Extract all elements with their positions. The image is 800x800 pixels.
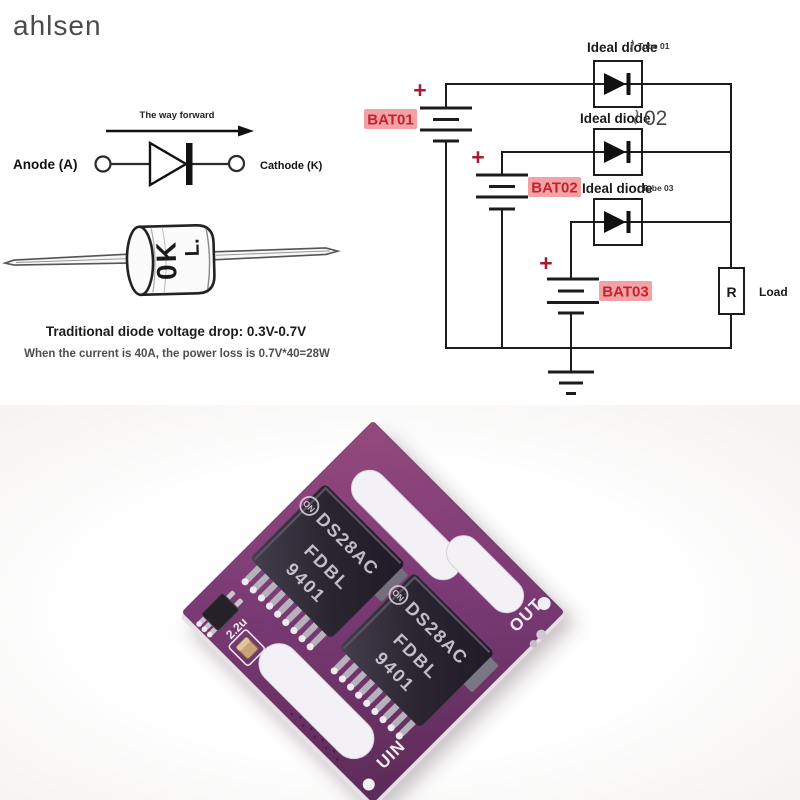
forward-direction-arrow: The way forward [106,110,254,137]
caption-voltage-drop: Traditional diode voltage drop: 0.3V-0.7… [46,324,306,339]
diode-tube-1: Tube 01 [638,41,670,51]
mount-hole-bottom [362,778,375,791]
svg-text:BAT03: BAT03 [602,284,648,301]
plus-bat03: + [539,250,552,276]
edge-solder-blob-2 [529,640,538,648]
anode-label: Anode (A) [13,157,78,172]
battery-symbol-bat01 [420,106,472,143]
mosfet-chip-1: ON DS28AC FDBL 9401 [241,485,408,651]
sot23-component [196,590,243,638]
solder-capsule-pad-top1 [350,469,462,581]
caption-power-loss: When the current is 40A, the power loss … [24,348,330,360]
plus-bat02: + [471,144,484,170]
svg-text:BAT01: BAT01 [367,112,413,129]
load-resistor: R [718,267,745,315]
capacitor-2u2 [228,629,266,667]
plus-bat01: + [413,77,426,103]
diode-cathode-bar [186,143,193,185]
diode-tube-3: Tube 03 [642,183,674,193]
battery-tag-bat02: BAT02 [528,177,581,197]
cathode-label: Cathode (K) [260,160,323,172]
edge-solder-blob-1 [536,629,547,640]
brand-watermark: ahlsen [13,10,102,41]
diode-label-3: Ideal diode [582,181,653,196]
load-label: Load [759,285,788,299]
via-dots [290,712,339,761]
wire-bat01-row [445,83,732,109]
battery-symbol-bat03 [547,277,599,315]
diode-schematic-symbol [94,140,246,188]
anode-terminal [94,155,112,173]
battery-symbol-bat02 [476,173,528,211]
diode-body-marking: 0K [150,240,182,281]
squiggle-mark-1 [630,39,634,53]
arrow-label: The way forward [140,110,215,121]
ideal-diode-tube01 [593,60,643,108]
mount-hole-out [537,597,551,611]
svg-text:BAT02: BAT02 [531,180,577,197]
physical-diode-illustration: 0K L. [2,224,341,297]
ideal-diode-circuit-diagram: + + + BAT01 BAT02 BAT03 Ideal diode Tube… [364,39,788,395]
squiggle-mark-2 [633,109,639,125]
ideal-diode-tube02 [593,128,643,176]
diode-label-2: Ideal diode [580,111,651,126]
diode-tube-2: 02 [644,107,667,130]
diode-body-marking-2: L. [181,238,203,256]
chip2-pins [330,653,417,740]
ground-symbol [548,370,594,395]
diode-triangle [148,140,189,188]
cathode-terminal [227,154,246,173]
resistor-label: R [726,284,736,300]
solder-capsule-pad-top2 [446,535,525,614]
ideal-diode-tube03 [593,198,643,246]
diode-explanation-diagram: The way forward Anode (A) Cathode (K) 0K… [2,110,341,360]
wire-bat02-row [501,151,732,176]
battery-tag-bat01: BAT01 [364,109,417,129]
wire-bat03-row [570,221,732,280]
diode-label-1: Ideal diode [587,40,658,55]
chip1-pins [241,564,328,651]
pcb-module-photo: ON DS28AC FDBL 9401 [181,421,577,800]
pcb-board [182,421,564,800]
battery-tag-bat03: BAT03 [599,281,652,301]
